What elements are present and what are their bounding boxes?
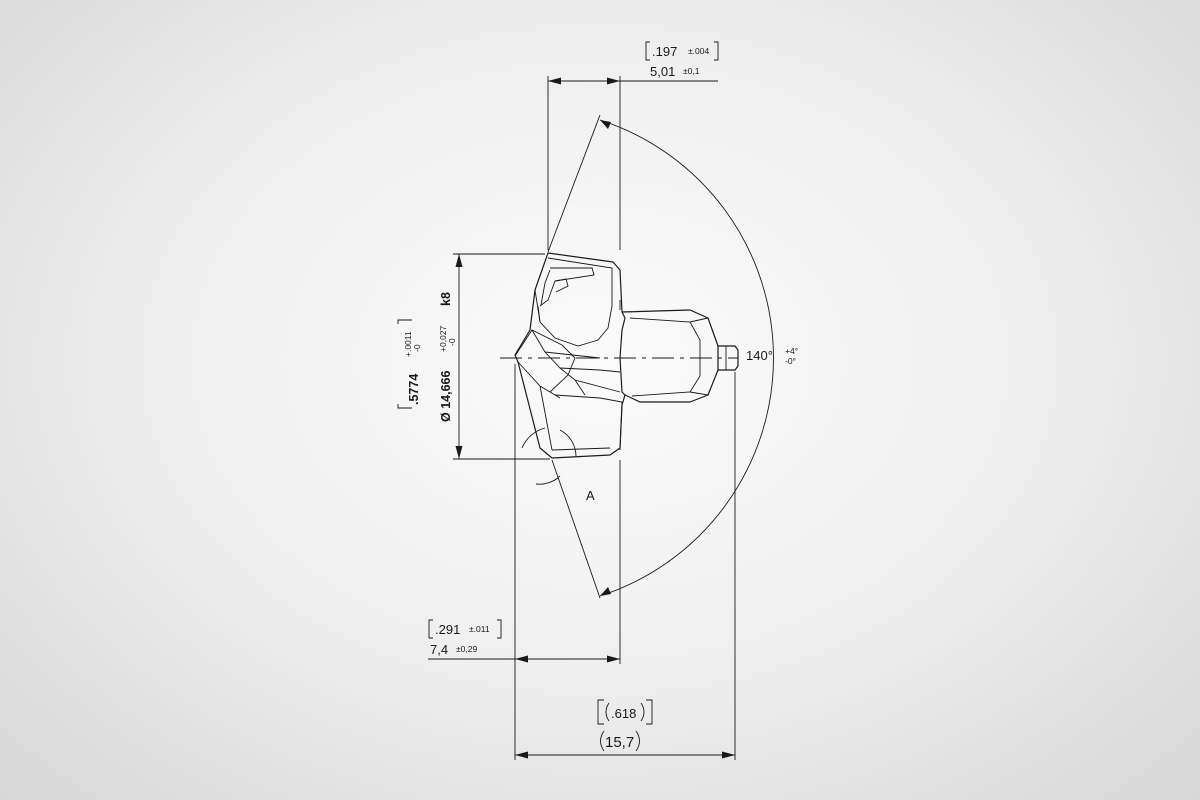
angle-arrow-bottom [600, 587, 611, 596]
left-mm-tol-plus: +0,027 [438, 325, 448, 352]
overall-inch-value: .618 [611, 706, 636, 721]
overall-mm-value: 15,7 [605, 734, 634, 751]
left-mm-value: Ø 14,666 [439, 371, 453, 422]
left-inch-value: .5774 [407, 374, 421, 405]
overall-dimension: .618 15,7 [515, 699, 735, 759]
left-mm-tol-minus: -0 [447, 338, 457, 346]
top-mm-tol: ±0,1 [683, 66, 700, 76]
bottom-mm-tol: ±0,29 [456, 644, 477, 654]
angle-value: 140° [746, 348, 773, 363]
top-mm-value: 5,01 [650, 64, 675, 79]
extension-lines [453, 76, 736, 760]
angle-tol-plus: +4° [785, 346, 798, 356]
top-inch-tol: ±.004 [688, 46, 709, 56]
top-dimension: .197 ±.004 5,01 ±0,1 [548, 41, 719, 85]
angle-label: 140° +4° -0° [746, 346, 798, 366]
bottom-inch-value: .291 [435, 622, 460, 637]
bottom-inch-tol: ±.011 [469, 624, 490, 634]
detail-a-marker: A [521, 427, 595, 503]
top-inch-value: .197 [652, 44, 677, 59]
bottom-mm-value: 7,4 [430, 642, 448, 657]
drill-tip-part [514, 252, 739, 459]
fit-class: k8 [439, 292, 453, 306]
bottom-dimension: .291 ±.011 7,4 ±0,29 [428, 619, 620, 663]
angle-tol-minus: -0° [785, 356, 796, 366]
detail-label: A [586, 488, 595, 503]
angle-arc [599, 119, 774, 597]
left-inch-tol-plus: +.0011 [403, 331, 413, 357]
left-inch-tol-minus: -0 [412, 344, 422, 352]
left-dimension: .5774 +.0011 -0 Ø 14,666 +0,027 -0 k8 [397, 254, 463, 459]
angle-arrow-top [600, 120, 611, 129]
